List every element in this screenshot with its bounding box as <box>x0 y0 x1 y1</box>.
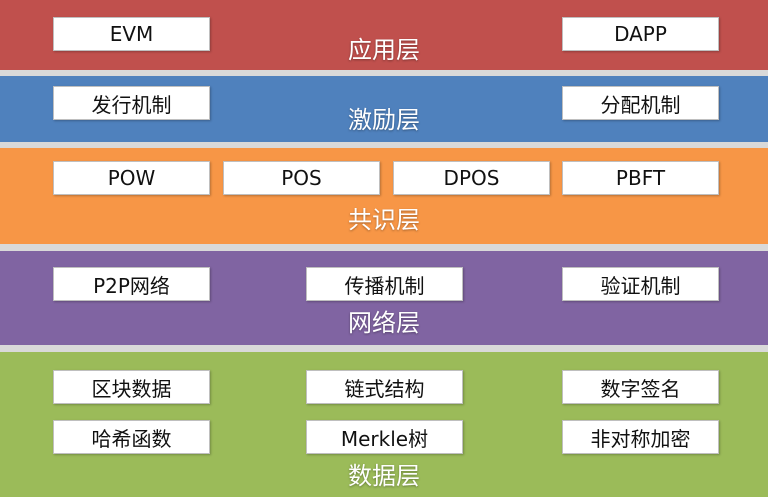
pbft-box: PBFT <box>562 161 719 195</box>
p2p-network-box: P2P网络 <box>53 267 210 301</box>
dapp-label: DAPP <box>614 22 667 46</box>
application-layer-title: 应用层 <box>348 36 420 64</box>
merkle-tree-box: Merkle树 <box>306 420 463 454</box>
hash-function-label: 哈希函数 <box>91 426 172 451</box>
asymmetric-encryption-label: 非对称加密 <box>590 426 691 451</box>
dpos-box: DPOS <box>393 161 550 195</box>
dpos-label: DPOS <box>443 166 500 190</box>
pow-box: POW <box>53 161 210 195</box>
consensus-layer: POW POS DPOS PBFT 共识层 <box>0 148 768 244</box>
data-layer: 区块数据 链式结构 数字签名 哈希函数 Merkle树 非对称加密 数据层 <box>0 352 768 497</box>
network-layer-title: 网络层 <box>348 309 420 337</box>
chain-structure-label: 链式结构 <box>344 376 425 401</box>
pbft-label: PBFT <box>615 166 666 190</box>
distribution-mechanism-box: 分配机制 <box>562 86 719 120</box>
hash-function-box: 哈希函数 <box>53 420 210 454</box>
consensus-layer-title: 共识层 <box>348 206 420 234</box>
digital-signature-box: 数字签名 <box>562 370 719 404</box>
issuance-mechanism-box: 发行机制 <box>53 86 210 120</box>
propagation-mechanism-box: 传播机制 <box>306 267 463 301</box>
merkle-tree-label: Merkle树 <box>340 426 429 451</box>
propagation-mechanism-label: 传播机制 <box>344 273 425 298</box>
data-layer-title: 数据层 <box>348 462 420 490</box>
chain-structure-box: 链式结构 <box>306 370 463 404</box>
network-layer: P2P网络 传播机制 验证机制 网络层 <box>0 251 768 345</box>
block-data-box: 区块数据 <box>53 370 210 404</box>
pow-label: POW <box>107 166 156 190</box>
pos-box: POS <box>223 161 380 195</box>
incentive-layer: 发行机制 分配机制 激励层 <box>0 76 768 142</box>
issuance-mechanism-label: 发行机制 <box>91 92 172 117</box>
block-data-label: 区块数据 <box>91 376 172 401</box>
distribution-mechanism-label: 分配机制 <box>600 92 681 117</box>
incentive-layer-title: 激励层 <box>348 106 420 134</box>
digital-signature-label: 数字签名 <box>600 376 681 401</box>
verification-mechanism-label: 验证机制 <box>600 273 681 298</box>
application-layer: EVM DAPP 应用层 <box>0 0 768 70</box>
pos-label: POS <box>281 166 322 190</box>
evm-box: EVM <box>53 17 210 51</box>
verification-mechanism-box: 验证机制 <box>562 267 719 301</box>
dapp-box: DAPP <box>562 17 719 51</box>
p2p-network-label: P2P网络 <box>93 273 170 298</box>
evm-label: EVM <box>109 22 154 46</box>
asymmetric-encryption-box: 非对称加密 <box>562 420 719 454</box>
